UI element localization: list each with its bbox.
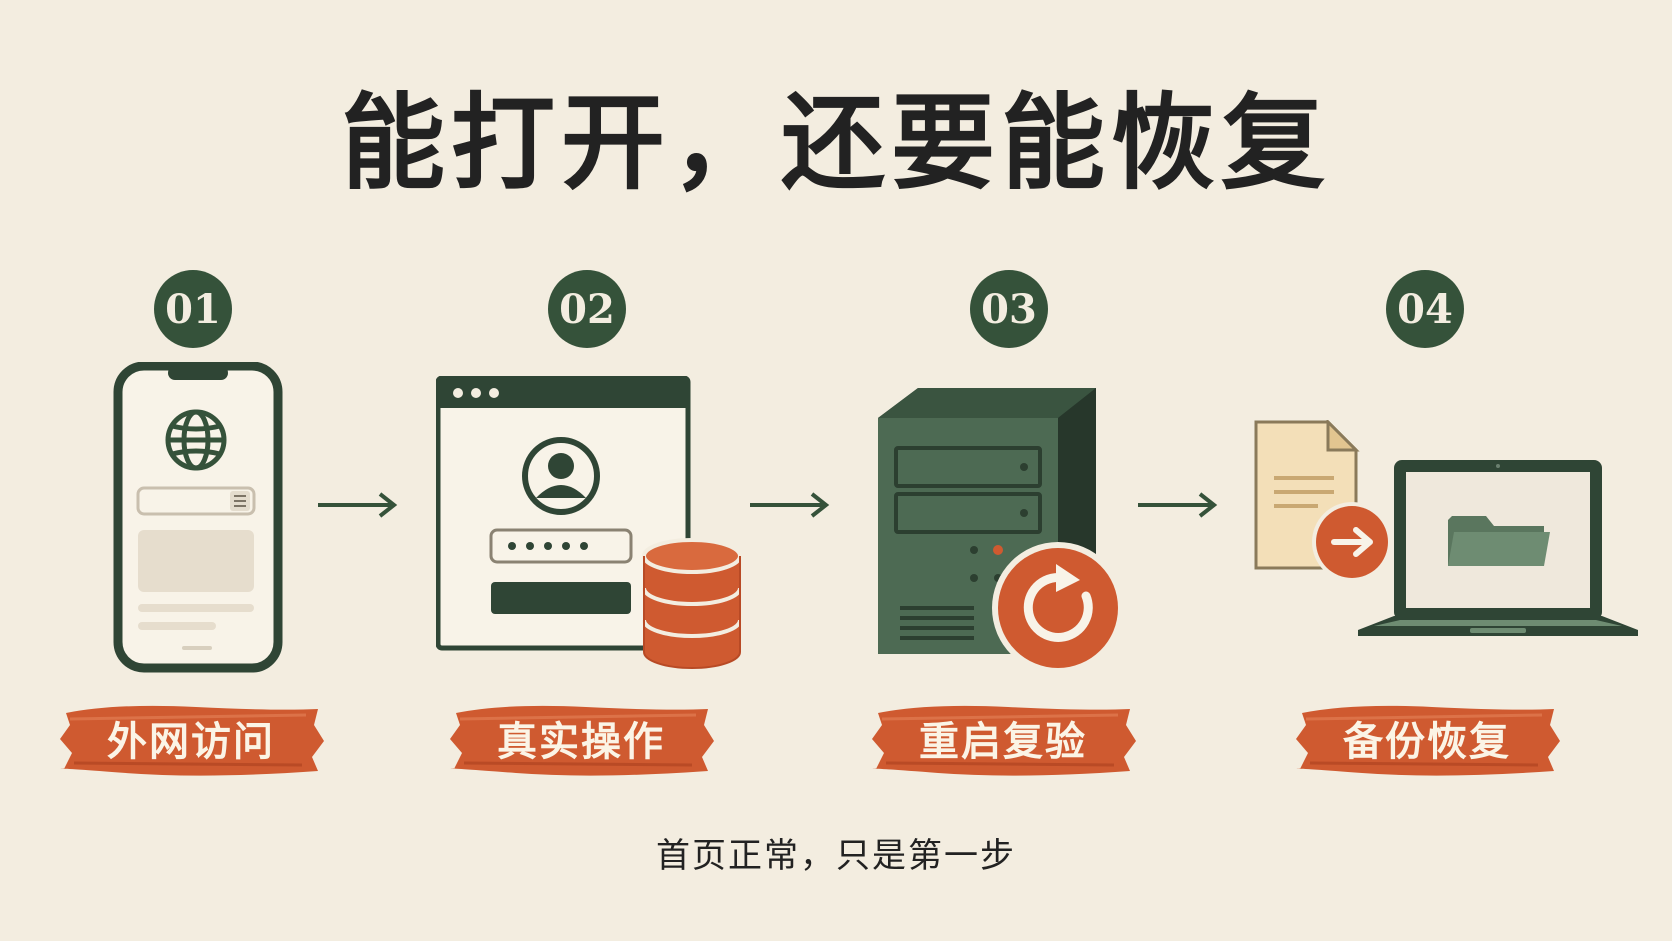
database-icon — [642, 538, 742, 669]
brushstroke-shape — [60, 705, 324, 776]
footer-caption: 首页正常，只是第一步 — [656, 836, 1016, 876]
step-2-label-text: 真实操作 — [497, 718, 665, 765]
page-title: 能打开，还要能恢复 — [340, 81, 1331, 204]
step-2-number: 02 — [548, 270, 626, 348]
laptop-icon — [1358, 460, 1638, 636]
brushstroke-shape — [872, 705, 1136, 776]
password-field-shape — [489, 528, 633, 564]
step-3-number: 03 — [970, 270, 1048, 348]
restart-icon — [992, 542, 1124, 674]
step-2-label: 真实操作 — [446, 695, 716, 781]
arrow-right-icon — [1138, 492, 1218, 518]
arrow-right-icon — [750, 492, 830, 518]
search-bar-shape — [136, 486, 256, 516]
step-4-label: 备份恢复 — [1292, 695, 1562, 781]
file-to-laptop-icon — [1254, 420, 1638, 636]
step-4-label-text: 备份恢复 — [1343, 718, 1511, 765]
step-1-label: 外网访问 — [56, 695, 326, 781]
server-restart-icon — [878, 388, 1124, 674]
step-3-label: 重启复验 — [868, 695, 1138, 781]
step-1-label-text: 外网访问 — [107, 718, 275, 765]
login-window-database-icon — [436, 376, 742, 669]
login-button-shape — [491, 582, 631, 614]
smartphone-globe-icon — [113, 362, 283, 673]
user-avatar-icon — [522, 437, 600, 515]
arrow-circle-icon — [1312, 502, 1392, 582]
step-4-number: 04 — [1386, 270, 1464, 348]
folder-icon — [1448, 516, 1550, 566]
step-1-number: 01 — [154, 270, 232, 348]
brushstroke-shape — [1296, 705, 1560, 776]
brushstroke-shape — [450, 705, 714, 776]
arrow-right-icon — [318, 492, 398, 518]
globe-icon — [165, 409, 227, 471]
step-3-label-text: 重启复验 — [919, 718, 1087, 765]
